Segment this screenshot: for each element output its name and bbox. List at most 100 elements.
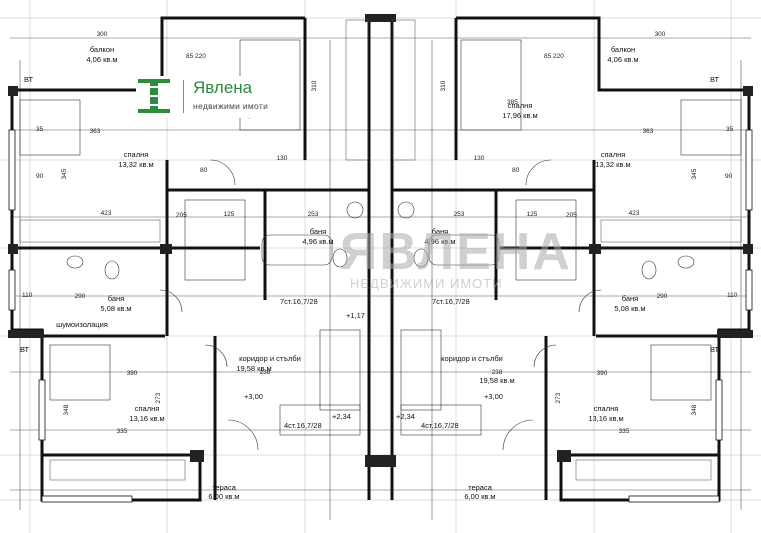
dim-205-right: 205 bbox=[566, 212, 577, 219]
dim-35-left: 35 bbox=[36, 126, 44, 133]
dim-363-left: 363 bbox=[90, 128, 101, 135]
bath-center-right-area: 4,96 кв.м bbox=[424, 237, 455, 246]
dim-253-right: 253 bbox=[454, 211, 465, 218]
level-117: +1,17 bbox=[346, 311, 365, 320]
wall-piers bbox=[8, 14, 753, 467]
corridor-left-name: коридор и стълби bbox=[239, 354, 301, 363]
watermark-subtitle: НЕДВИЖИМИ ИМОТИ bbox=[350, 276, 503, 291]
dim-390-left: 390 bbox=[127, 370, 138, 377]
terrace-right-area: 6,00 кв.м bbox=[464, 492, 495, 501]
bath-fixtures bbox=[66, 201, 695, 280]
bedroom-mid-right-name: спалня bbox=[601, 150, 626, 159]
wardrobes bbox=[19, 19, 742, 481]
dim-35-right: 35 bbox=[726, 126, 734, 133]
logo-separator bbox=[183, 80, 184, 113]
dim-385-right: 385 bbox=[507, 99, 518, 106]
dimension-labels: 300 300 363 363 423 423 290 290 390 390 … bbox=[22, 31, 738, 435]
level-300-right: +3,00 bbox=[484, 392, 503, 401]
bedroom-bottom-right-name: спалня bbox=[594, 404, 619, 413]
insulation-note: шумоизолация bbox=[56, 320, 108, 329]
dim-290-left: 290 bbox=[75, 293, 86, 300]
bedroom-top-center-right-area: 17,96 кв.м bbox=[502, 111, 537, 120]
plan-notes: шумоизолация ВТ ВТ ВТ ВТ 7ст.16,7/28 7ст… bbox=[20, 75, 720, 430]
dim-300-left: 300 bbox=[97, 31, 108, 38]
level-234-right: +2,34 bbox=[396, 412, 415, 421]
dim-310-right: 310 bbox=[440, 80, 447, 91]
dim-80-right: 80 bbox=[512, 167, 520, 174]
dim-85-220-right: 85 220 bbox=[544, 53, 564, 60]
bath-center-left-name: баня bbox=[310, 227, 327, 236]
dim-290-right: 290 bbox=[657, 293, 668, 300]
balcony-left-name: балкон bbox=[90, 45, 114, 54]
dim-335-right: 335 bbox=[619, 428, 630, 435]
corridor-right-area: 19,58 кв.м bbox=[479, 376, 514, 385]
logo: Явлена недвижими имоти bbox=[136, 76, 281, 118]
dim-110-left: 110 bbox=[22, 292, 33, 299]
vt-note-bottom-right: ВТ bbox=[710, 345, 720, 354]
dim-273-right: 273 bbox=[555, 392, 562, 403]
stairs-note-bottom-right: 4ст.16,7/28 bbox=[421, 421, 459, 430]
terrace-left-area: 6,00 кв.м bbox=[208, 492, 239, 501]
logo-subtitle: недвижими имоти bbox=[193, 101, 269, 111]
dim-423-right: 423 bbox=[629, 210, 640, 217]
stairs-note-left: 7ст.16,7/28 bbox=[280, 297, 318, 306]
dim-363-right: 363 bbox=[643, 128, 654, 135]
dim-238-right: 238 bbox=[492, 369, 503, 376]
windows bbox=[8, 129, 753, 503]
bath-right-name: баня bbox=[622, 294, 639, 303]
dim-335-left: 335 bbox=[117, 428, 128, 435]
terrace-right-name: тераса bbox=[468, 483, 493, 492]
balcony-right-name: балкон bbox=[611, 45, 635, 54]
dim-310-left: 310 bbox=[311, 80, 318, 91]
bedroom-bottom-left-name: спалня bbox=[135, 404, 160, 413]
dim-345-right: 345 bbox=[691, 168, 698, 179]
balcony-left-area: 4,06 кв.м bbox=[86, 55, 117, 64]
bedroom-bottom-right-area: 13,16 кв.м bbox=[588, 414, 623, 423]
dim-130-right: 130 bbox=[474, 155, 485, 162]
bath-center-right-name: баня bbox=[432, 227, 449, 236]
dim-348-right: 348 bbox=[691, 404, 698, 415]
balcony-right-area: 4,06 кв.м bbox=[607, 55, 638, 64]
dim-110-right: 110 bbox=[727, 292, 738, 299]
dim-423-left: 423 bbox=[101, 210, 112, 217]
dim-253-left: 253 bbox=[308, 211, 319, 218]
dim-390-right: 390 bbox=[597, 370, 608, 377]
bath-right-area: 5,08 кв.м bbox=[614, 304, 645, 313]
dimension-lines bbox=[10, 37, 751, 520]
doors bbox=[159, 159, 602, 451]
bedroom-mid-left-area: 13,32 кв.м bbox=[118, 160, 153, 169]
stairs bbox=[184, 199, 577, 436]
corridor-right-name: коридор и стълби bbox=[441, 354, 503, 363]
level-234-left: +2,34 bbox=[332, 412, 351, 421]
corridor-left-area: 19,58 кв.м bbox=[236, 364, 271, 373]
bedroom-top-center-right-name: спалня bbox=[508, 101, 533, 110]
level-300-left: +3,00 bbox=[244, 392, 263, 401]
dim-80-left: 80 bbox=[200, 167, 208, 174]
logo-icon bbox=[138, 79, 170, 113]
bath-left-area: 5,08 кв.м bbox=[100, 304, 131, 313]
dim-125-left: 125 bbox=[224, 211, 235, 218]
stairs-note-bottom-left: 4ст.16,7/28 bbox=[284, 421, 322, 430]
vt-note-bottom-left: ВТ bbox=[20, 345, 30, 354]
terrace-left-name: тераса bbox=[212, 483, 237, 492]
stairs-note-right: 7ст.16,7/28 bbox=[432, 297, 470, 306]
dim-238-left: 238 bbox=[260, 369, 271, 376]
dim-90-right: 90 bbox=[725, 173, 733, 180]
dim-345-left: 345 bbox=[61, 168, 68, 179]
dim-85-220-left: 85 220 bbox=[186, 53, 206, 60]
vt-note-top-right: ВТ bbox=[710, 75, 720, 84]
bedroom-mid-right-area: 13,32 кв.м bbox=[595, 160, 630, 169]
bath-left-name: баня bbox=[108, 294, 125, 303]
vt-note-top-left: ВТ bbox=[24, 75, 34, 84]
dim-273-left: 273 bbox=[155, 392, 162, 403]
room-labels: балкон 4,06 кв.м балкон 4,06 кв.м 17,96 … bbox=[86, 45, 645, 501]
dim-130-left: 130 bbox=[277, 155, 288, 162]
logo-brand: Явлена bbox=[193, 78, 253, 97]
dim-90-left: 90 bbox=[36, 173, 44, 180]
bath-center-left-area: 4,96 кв.м bbox=[302, 237, 333, 246]
bedroom-mid-left-name: спалня bbox=[124, 150, 149, 159]
bedroom-bottom-left-area: 13,16 кв.м bbox=[129, 414, 164, 423]
watermark: ЯВЛЕНА НЕДВИЖИМИ ИМОТИ bbox=[340, 222, 572, 291]
